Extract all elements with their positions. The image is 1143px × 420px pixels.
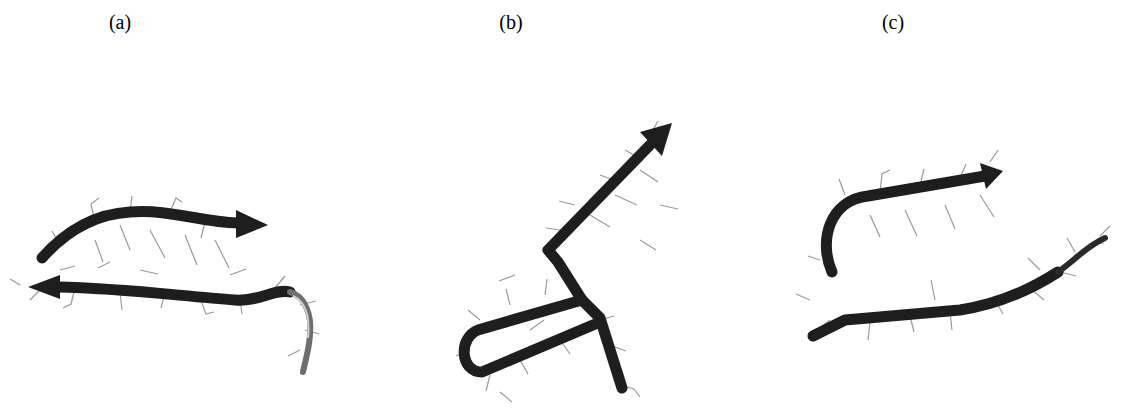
hairpin-b [456, 121, 678, 402]
hairpin-a [10, 196, 319, 372]
side-chains [10, 196, 319, 356]
panel-label: (b) [499, 12, 522, 32]
panel-label: (a) [109, 12, 131, 32]
side-chains [796, 150, 1110, 340]
panel-label: (c) [882, 12, 904, 32]
hairpin-c [796, 150, 1110, 340]
side-chains [456, 121, 678, 402]
